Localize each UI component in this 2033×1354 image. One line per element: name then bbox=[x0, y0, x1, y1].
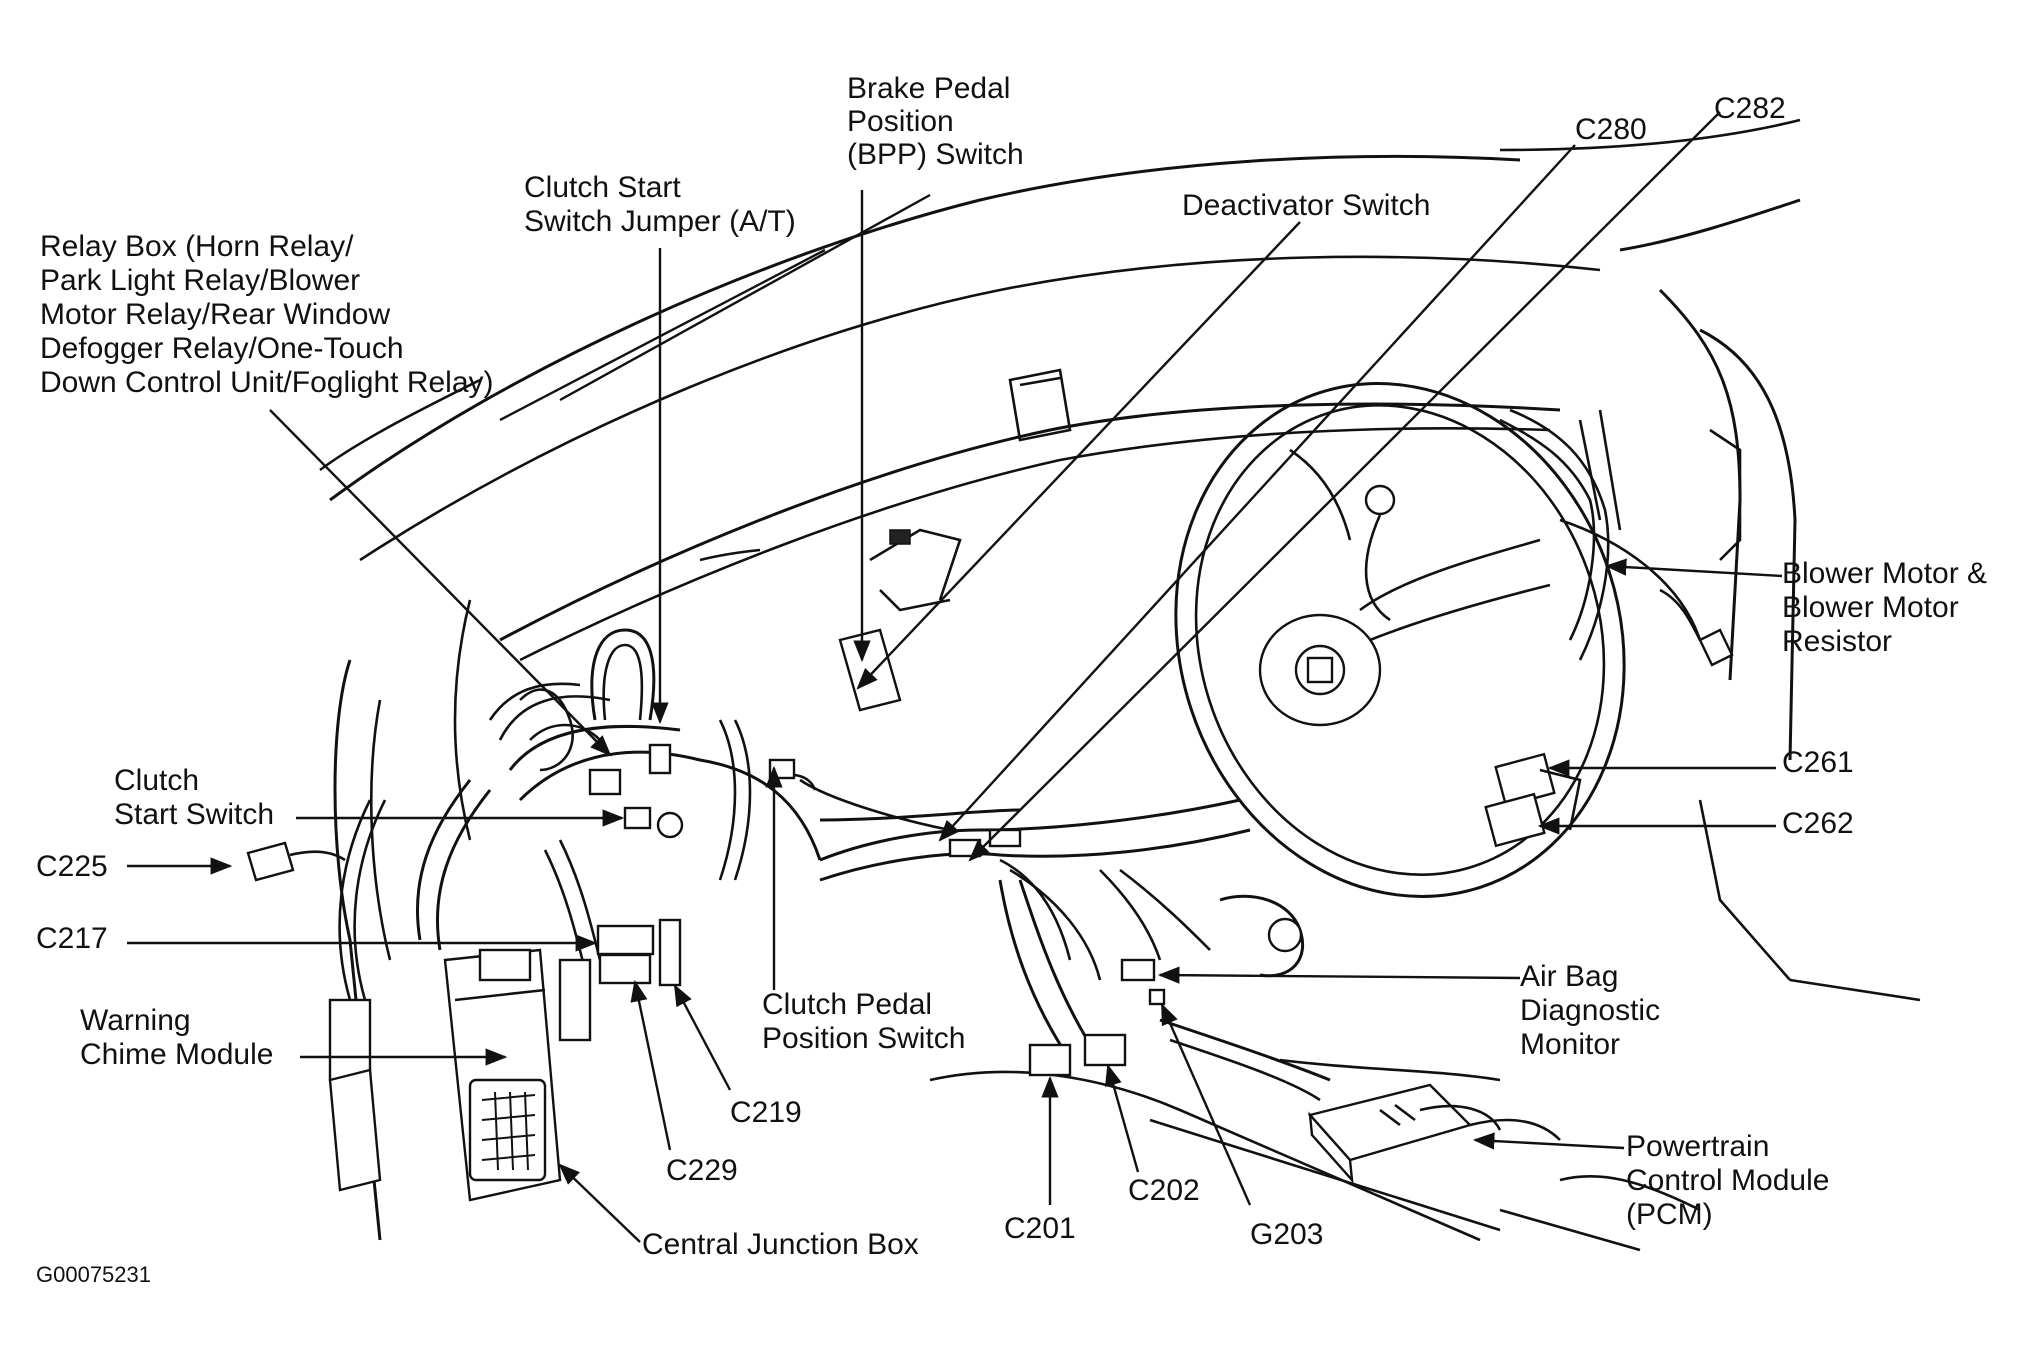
label-clutch-pedal-switch: Clutch Pedal Position Switch bbox=[762, 988, 965, 1055]
leader-lines bbox=[127, 111, 1783, 1243]
label-c225: C225 bbox=[36, 850, 108, 883]
label-c202: C202 bbox=[1128, 1174, 1200, 1207]
label-central-junction-box: Central Junction Box bbox=[642, 1228, 919, 1261]
label-brake-pedal: Brake Pedal Position (BPP) Switch bbox=[847, 72, 1024, 171]
label-c280: C280 bbox=[1575, 113, 1647, 146]
labels: Brake Pedal Position (BPP) Switch Clutch… bbox=[36, 72, 1995, 1287]
label-c282: C282 bbox=[1714, 92, 1786, 125]
label-c262: C262 bbox=[1782, 807, 1854, 840]
label-relay-box: Relay Box (Horn Relay/ Park Light Relay/… bbox=[40, 230, 494, 399]
label-c261: C261 bbox=[1782, 746, 1854, 779]
label-clutch-start-jumper: Clutch Start Switch Jumper (A/T) bbox=[524, 171, 796, 238]
label-air-bag-monitor: Air Bag Diagnostic Monitor bbox=[1520, 960, 1668, 1061]
label-warning-chime-module: Warning Chime Module bbox=[80, 1004, 273, 1071]
label-blower-motor: Blower Motor & Blower Motor Resistor bbox=[1782, 557, 1995, 658]
label-c217: C217 bbox=[36, 922, 108, 955]
label-clutch-start-switch: Clutch Start Switch bbox=[114, 764, 274, 831]
label-g203: G203 bbox=[1250, 1218, 1323, 1251]
label-c201: C201 bbox=[1004, 1212, 1076, 1245]
label-deactivator-switch: Deactivator Switch bbox=[1182, 189, 1430, 222]
dashboard-line-art bbox=[246, 118, 1921, 1252]
figure-id: G00075231 bbox=[36, 1262, 151, 1287]
label-pcm: Powertrain Control Module (PCM) bbox=[1626, 1130, 1838, 1231]
cjb-grid bbox=[481, 1091, 536, 1171]
label-c229: C229 bbox=[666, 1154, 738, 1187]
label-c219: C219 bbox=[730, 1096, 802, 1129]
